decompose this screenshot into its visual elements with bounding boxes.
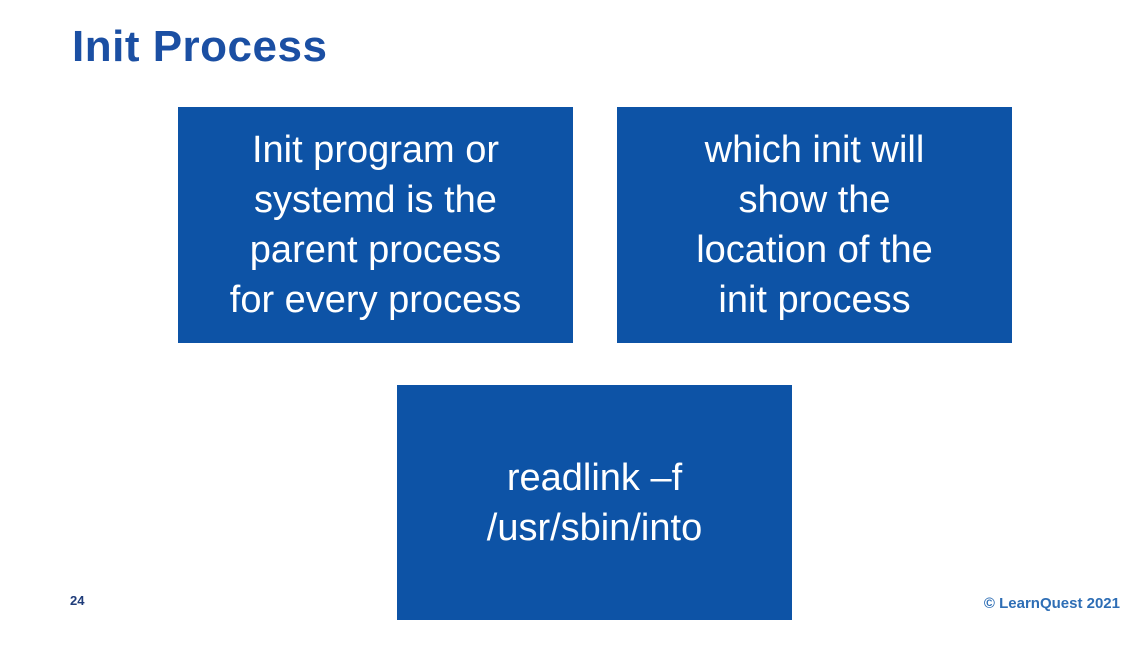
page-number: 24: [70, 593, 85, 608]
content-box-readlink-command: readlink –f /usr/sbin/into: [397, 385, 792, 620]
content-box-init-parent-process: Init program or systemd is the parent pr…: [178, 107, 573, 343]
box-text: Init program or systemd is the parent pr…: [229, 129, 522, 321]
box-text: readlink –f /usr/sbin/into: [486, 456, 703, 549]
box-text: which init will show the location of the…: [696, 129, 933, 321]
slide-title: Init Process: [72, 22, 328, 71]
content-box-which-init: which init will show the location of the…: [617, 107, 1012, 343]
copyright-notice: © LearnQuest 2021: [983, 595, 1120, 612]
